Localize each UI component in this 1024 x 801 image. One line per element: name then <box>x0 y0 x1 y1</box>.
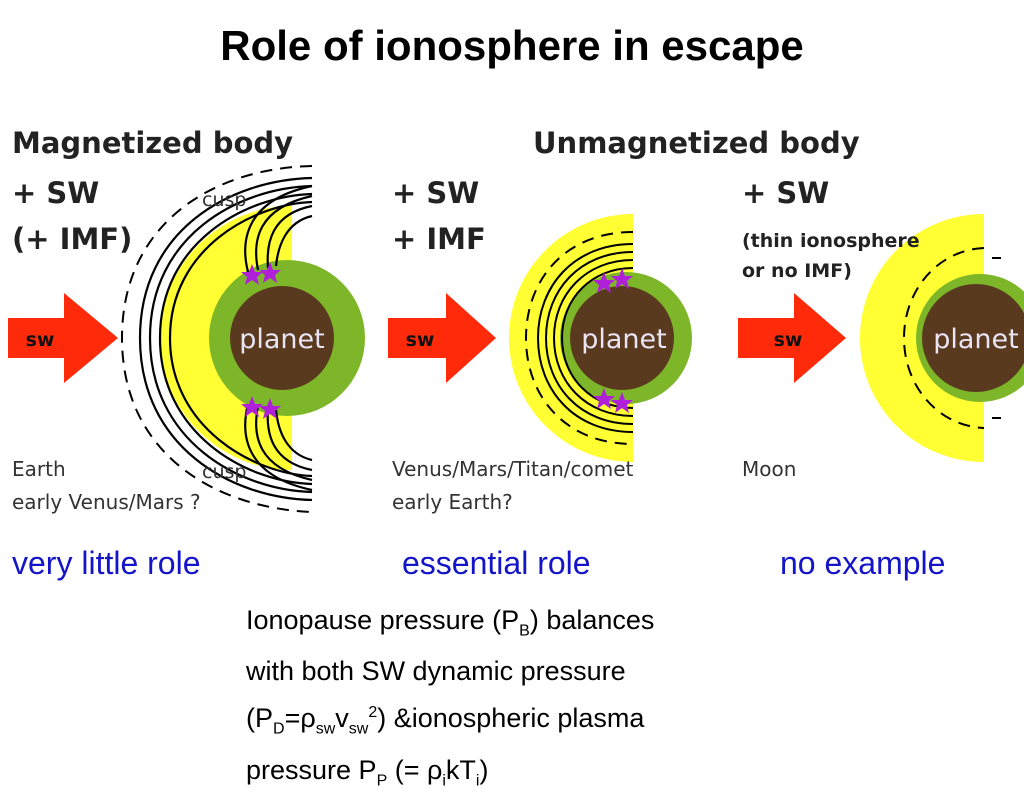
planet-label: planet <box>933 324 1019 355</box>
planet-disc <box>230 286 334 390</box>
note-line: (PD=ρswvsw2) &ionospheric plasma <box>246 703 645 738</box>
role-label: very little role <box>12 545 201 581</box>
planet-label: planet <box>239 324 325 355</box>
example-line: Venus/Mars/Titan/comet <box>392 457 634 481</box>
solar-wind-arrow <box>388 293 496 383</box>
bow-shock <box>120 165 313 513</box>
cusp-label-top: cusp <box>202 189 246 211</box>
arrow-label: sw <box>26 329 55 351</box>
example-line: Moon <box>742 457 797 481</box>
field-lines <box>138 176 313 502</box>
planet-disc <box>922 284 1024 392</box>
cusp-label-bottom: cusp <box>202 461 246 483</box>
note-line: pressure PP (= ρikTi) <box>246 754 489 790</box>
planet-disc <box>570 286 674 390</box>
example-line: Earth <box>12 457 66 481</box>
example-line: early Venus/Mars ? <box>12 490 201 514</box>
sub-condition: (thin ionosphere <box>742 230 920 252</box>
condition-sw: + SW <box>392 176 480 210</box>
sub-condition: or no IMF) <box>742 260 852 282</box>
unmagnetized-thin-panel: sw planet <box>738 214 1024 462</box>
condition-sw: + SW <box>742 176 830 210</box>
arrow-label: sw <box>774 329 803 351</box>
condition-imf: (+ IMF) <box>12 222 133 256</box>
unmagnetized-imf-panel: sw planet <box>388 214 692 462</box>
escape-stars <box>241 262 281 419</box>
page-title: Role of ionosphere in escape <box>220 22 804 69</box>
boundary-dashed <box>902 247 985 429</box>
arrow-label: sw <box>406 329 435 351</box>
magnetized-heading: Magnetized body <box>12 126 294 160</box>
escape-stars <box>593 268 633 413</box>
example-line: early Earth? <box>392 490 513 514</box>
solar-wind-arrow <box>738 293 846 383</box>
pressure-balance-note: Ionopause pressure (PB) balances with bo… <box>246 600 654 801</box>
role-label: no example <box>780 545 946 581</box>
condition-imf: + IMF <box>392 222 486 256</box>
note-line: with both SW dynamic pressure <box>246 656 626 687</box>
solar-wind-arrow <box>8 293 118 383</box>
unmagnetized-heading: Unmagnetized body <box>533 126 860 160</box>
planet-label: planet <box>581 324 667 355</box>
magnetized-panel: sw planet cusp cusp <box>8 165 365 513</box>
role-label: essential role <box>402 545 591 581</box>
ionopause-boundary <box>524 231 633 445</box>
condition-sw: + SW <box>12 176 100 210</box>
note-line: Ionopause pressure (PB) balances <box>246 605 655 640</box>
escape-diagram: sw planet cusp cusp sw planet <box>8 165 1024 513</box>
